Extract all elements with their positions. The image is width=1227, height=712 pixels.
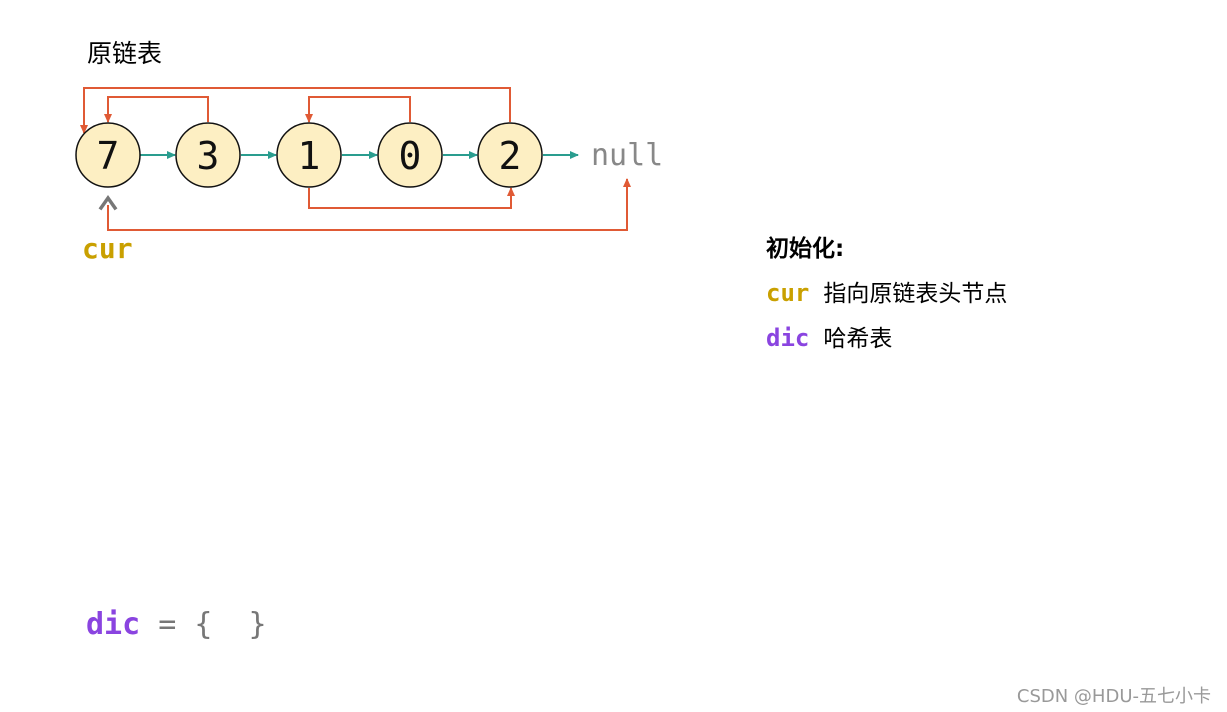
init-description: 初始化: cur 指向原链表头节点 dic 哈希表: [766, 234, 1007, 368]
cur-keyword: cur: [766, 279, 810, 307]
list-node: 7: [75, 122, 141, 188]
init-heading: 初始化:: [766, 236, 845, 262]
cur-description: 指向原链表头节点: [823, 281, 1008, 307]
dic-state-value: = { }: [140, 607, 267, 642]
dic-description-line: dic 哈希表: [766, 323, 1007, 353]
diagram-title: 原链表: [87, 39, 163, 68]
cur-label: cur: [82, 232, 133, 265]
dic-state-line: dic = { }: [86, 607, 267, 642]
random-arrow-1-to-2: [308, 187, 515, 209]
list-node: 1: [276, 122, 342, 188]
random-arrow-7-to-null: [107, 178, 631, 231]
cur-description-line: cur 指向原链表头节点: [766, 278, 1007, 308]
dic-description: 哈希表: [823, 326, 893, 352]
random-arrow-2-to-7: [80, 87, 511, 134]
random-pointers: [80, 87, 631, 231]
list-node: 3: [175, 122, 241, 188]
cur-pointer-icon: [98, 194, 118, 211]
null-label: null: [591, 138, 663, 173]
watermark: CSDN @HDU-五七小卡: [1016, 686, 1211, 707]
node-value: 2: [499, 134, 522, 178]
list-node: 0: [377, 122, 443, 188]
list-node: 2: [477, 122, 543, 188]
node-value: 3: [197, 134, 220, 178]
random-arrow-0-to-1: [305, 96, 411, 123]
dic-state-keyword: dic: [86, 607, 141, 642]
node-value: 0: [399, 134, 422, 178]
node-value: 1: [298, 134, 321, 178]
list-nodes: 7 3 1 0 2: [75, 122, 543, 188]
node-value: 7: [97, 134, 120, 178]
dic-keyword: dic: [766, 324, 810, 352]
random-arrow-3-to-7: [104, 96, 209, 123]
